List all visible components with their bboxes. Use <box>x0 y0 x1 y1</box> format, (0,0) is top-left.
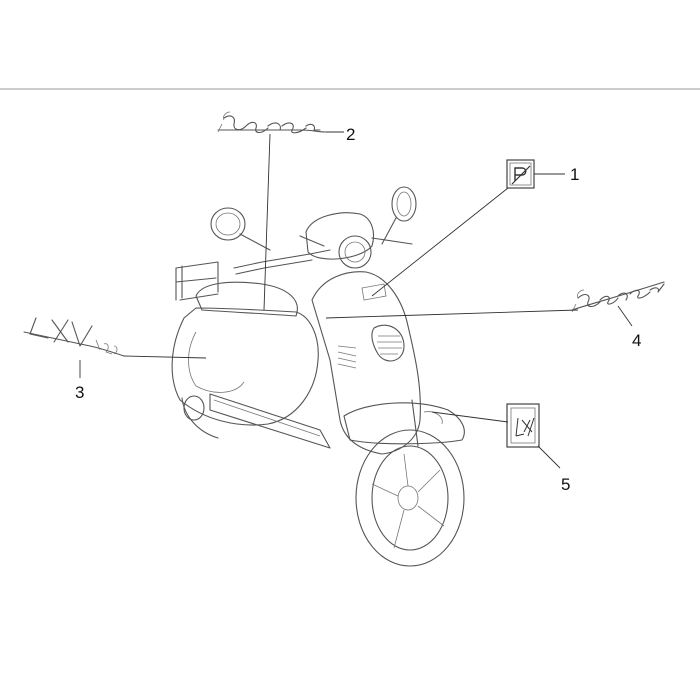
part-3-lxv125-script <box>23 317 125 357</box>
leader-4 <box>617 305 633 327</box>
part-1-badge <box>506 159 535 189</box>
part-4-vespa-script <box>571 281 665 313</box>
leader-5 <box>537 445 561 469</box>
part-5-badge <box>506 403 540 448</box>
callout-1: 1 <box>570 165 579 184</box>
callout-5: 5 <box>561 475 570 494</box>
part-2-vespa-script <box>217 111 327 134</box>
callout-2: 2 <box>346 125 355 144</box>
scooter-illustration <box>171 186 465 567</box>
leader-lines <box>79 131 633 469</box>
callout-3: 3 <box>75 383 84 402</box>
callout-4: 4 <box>632 331 641 350</box>
